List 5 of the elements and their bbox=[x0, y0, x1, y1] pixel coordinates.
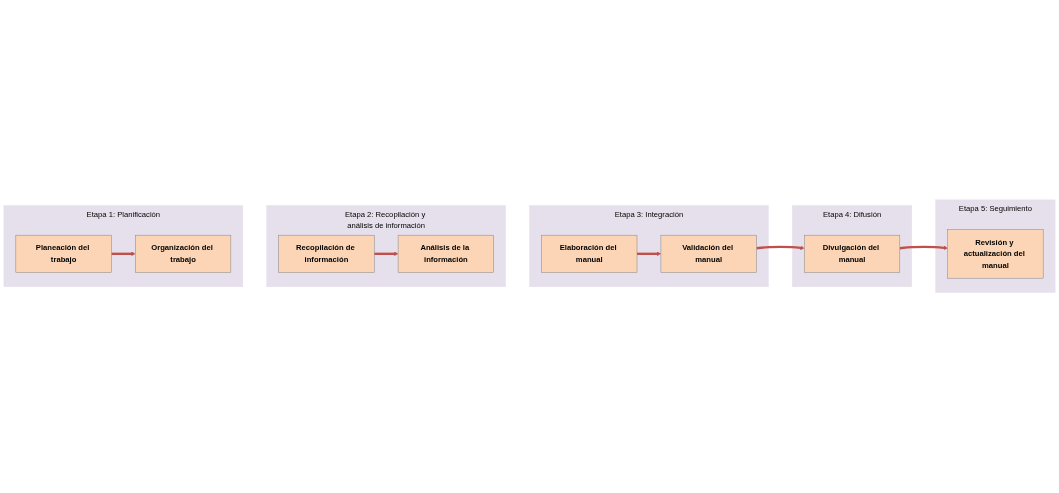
arrow bbox=[899, 246, 948, 251]
arrow bbox=[111, 252, 136, 257]
arrow bbox=[374, 252, 399, 257]
arrow bbox=[756, 246, 805, 251]
arrow bbox=[637, 252, 662, 257]
